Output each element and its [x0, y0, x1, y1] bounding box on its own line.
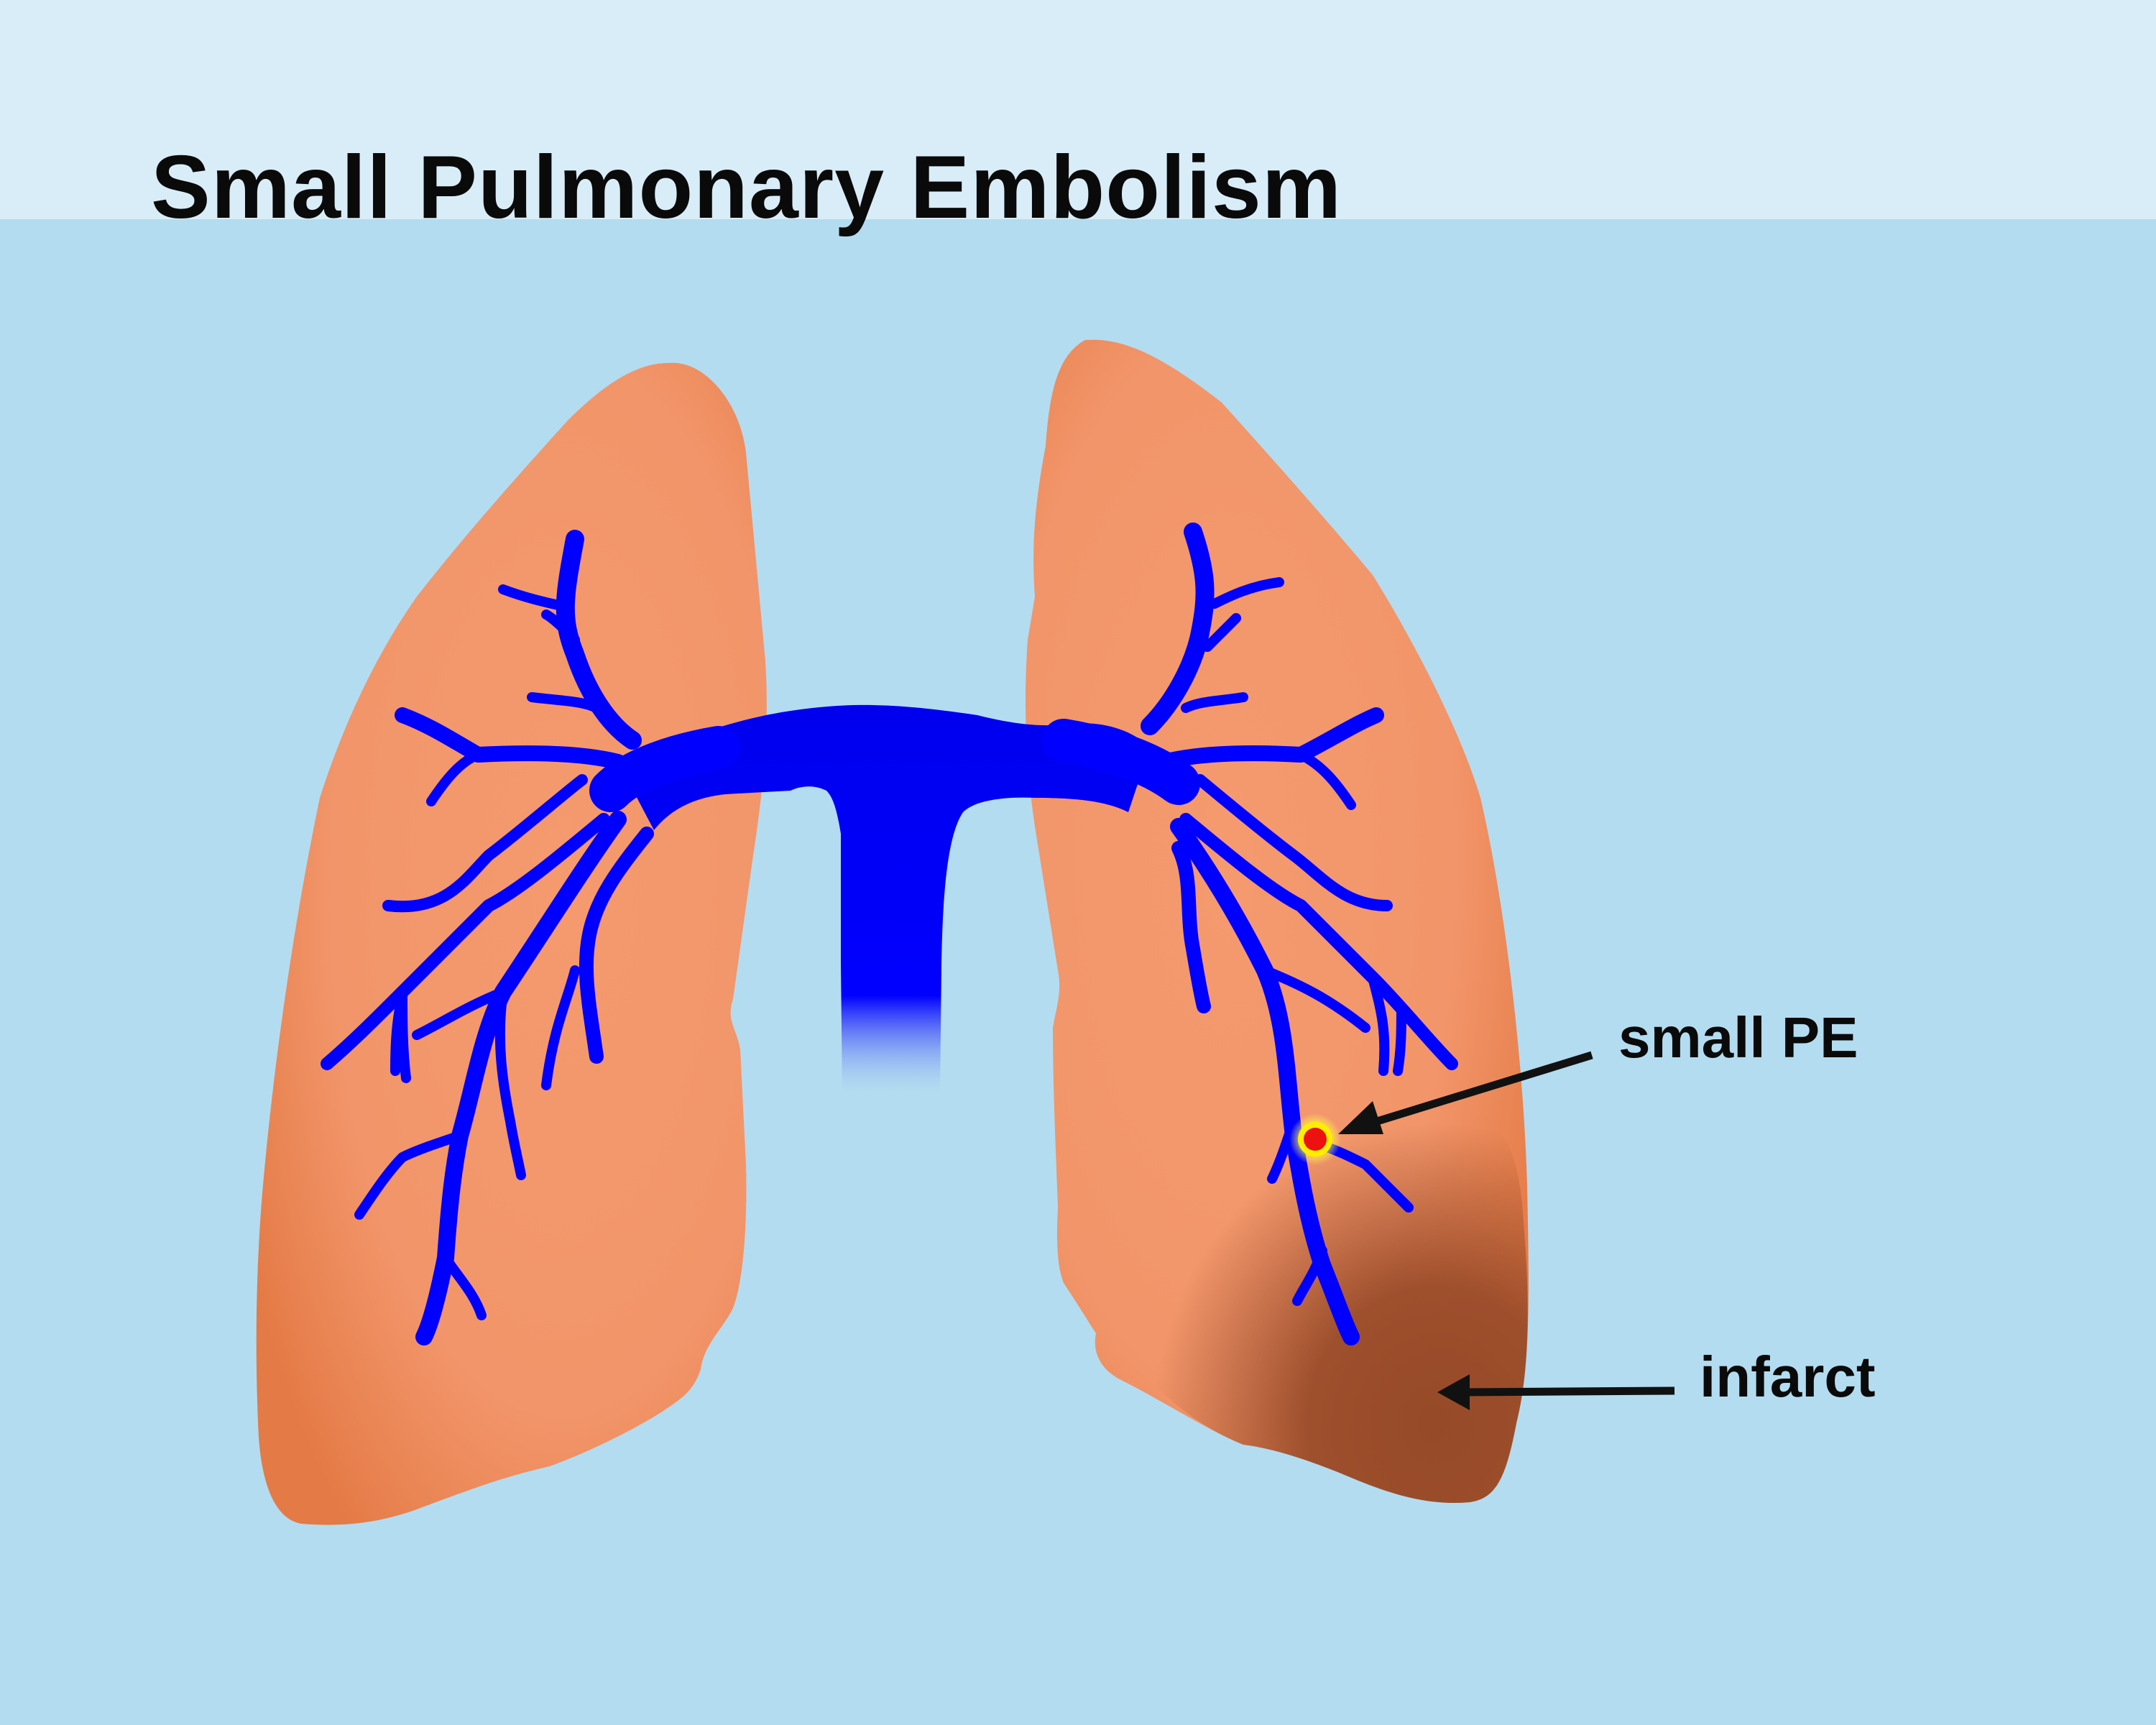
- small-pe-label: small PE: [1618, 1006, 1858, 1070]
- left-lower-sub-c1: [541, 965, 580, 1090]
- left-lower-branch-b: [415, 811, 627, 1346]
- left-upper-branch: [556, 530, 642, 750]
- right-upper-sub2: [1202, 613, 1241, 652]
- left-upper-sub3: [527, 692, 602, 713]
- left-lung: [256, 362, 767, 1525]
- small-pe-arrow-head: [1338, 1101, 1383, 1134]
- right-upper-branch: [1141, 523, 1215, 735]
- left-lower-sub-a2: [397, 987, 411, 1083]
- left-main-branch: [589, 726, 740, 812]
- small-pe-arrow-line: [1364, 1051, 1593, 1129]
- left-lower-sub-c2: [494, 987, 526, 1180]
- infarct-label: infarct: [1700, 1345, 1876, 1409]
- right-mid-sub2: [1194, 774, 1393, 911]
- embolus-dot: [1304, 1128, 1327, 1151]
- left-lower-branch-c: [579, 827, 654, 1064]
- right-upper-sub3: [1181, 692, 1248, 713]
- left-mid-sub1: [426, 750, 483, 806]
- right-lower-sub-a1: [1393, 1001, 1406, 1076]
- pulmonary-artery-tree: [321, 523, 1458, 1346]
- left-upper-sub1: [498, 584, 573, 612]
- annotation-arrows: [1338, 1051, 1675, 1410]
- left-lower-branch-a: [321, 813, 610, 1070]
- left-lower-sub-b3: [441, 1253, 487, 1320]
- right-mid-branch: [1156, 707, 1384, 770]
- right-lower-sub-b4: [1267, 1116, 1299, 1184]
- right-lower-branch-a: [1179, 813, 1458, 1070]
- right-lower-branch-c: [1171, 841, 1211, 1013]
- pulmonary-trunk: [618, 704, 1150, 1092]
- right-lower-sub-b3: [1292, 1246, 1327, 1306]
- right-lower-sub-b1: [1260, 965, 1370, 1033]
- embolus-marker: [1289, 1113, 1341, 1165]
- right-upper-sub1: [1210, 577, 1284, 609]
- left-upper-sub2: [541, 610, 580, 645]
- background-top-band: [0, 0, 2156, 219]
- right-lower-branch-b: [1170, 818, 1360, 1346]
- left-mid-branch: [395, 707, 626, 770]
- page-title: Small Pulmonary Embolism: [151, 138, 1342, 237]
- left-artery-branches: [321, 530, 740, 1346]
- right-lower-sub-a2: [1368, 972, 1390, 1076]
- infarct-arrow-head: [1437, 1374, 1470, 1410]
- infarct-arrow-line: [1462, 1386, 1675, 1397]
- right-mid-sub1: [1296, 750, 1356, 810]
- left-lower-sub-b1: [412, 987, 508, 1040]
- right-artery-branches: [1042, 523, 1458, 1346]
- left-lower-sub-b2: [354, 1131, 465, 1220]
- right-main-branch: [1042, 719, 1200, 805]
- left-mid-sub2: [382, 774, 588, 913]
